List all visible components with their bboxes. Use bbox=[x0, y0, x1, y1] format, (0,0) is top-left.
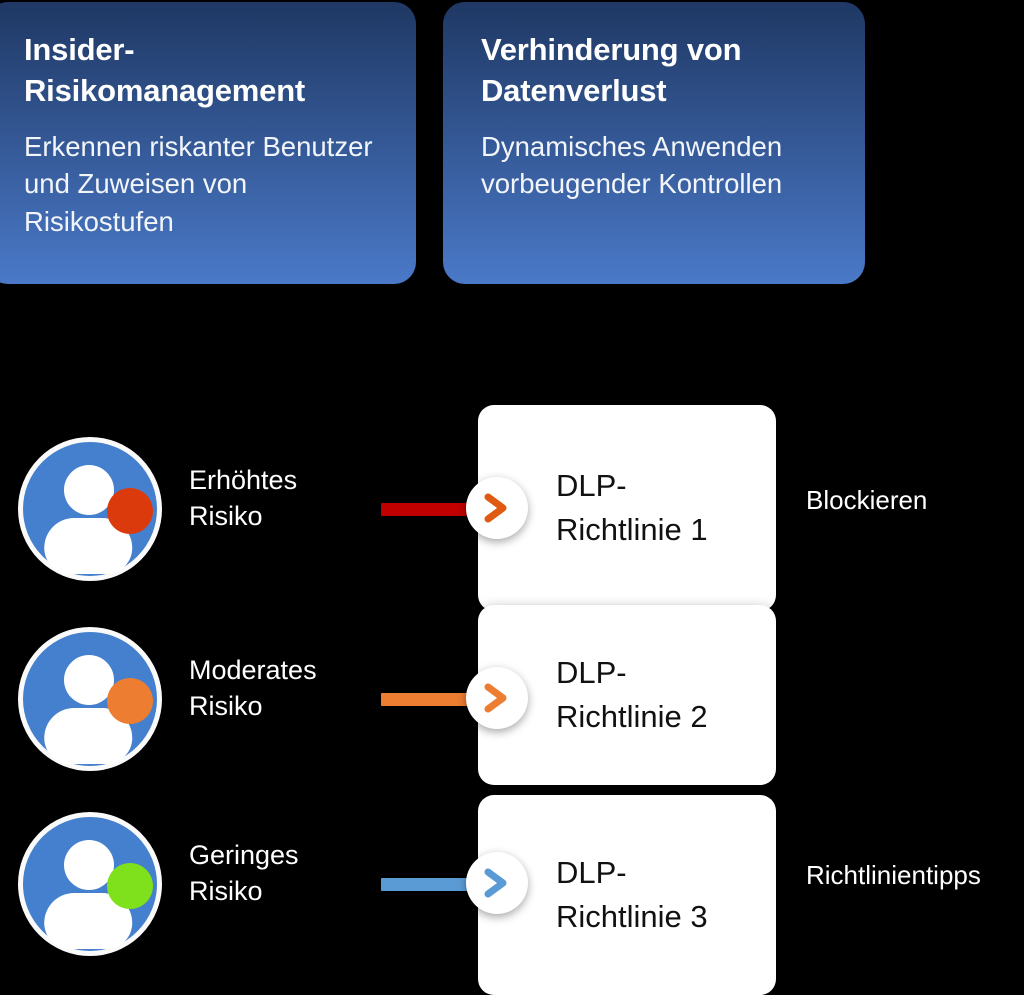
policy-card-label: DLP- Richtlinie 3 bbox=[556, 854, 708, 934]
risk-status-dot bbox=[107, 678, 153, 724]
risk-status-dot bbox=[107, 488, 153, 534]
risk-row-moderate: Moderates Risiko bbox=[0, 605, 1024, 795]
chevron-right-icon[interactable] bbox=[466, 477, 528, 539]
action-label: Richtlinientipps bbox=[806, 860, 981, 890]
risk-status-dot bbox=[107, 863, 153, 909]
chevron-right-glyph bbox=[484, 493, 507, 523]
concept-card-description: Erkennen riskanter Benutzer und Zuweisen… bbox=[24, 130, 373, 237]
person-icon-head bbox=[64, 654, 114, 705]
connector-line bbox=[381, 878, 493, 891]
avatar bbox=[18, 627, 162, 771]
chevron-right-icon[interactable] bbox=[466, 852, 528, 914]
person-icon-head bbox=[64, 839, 114, 890]
person-icon-head bbox=[64, 464, 114, 515]
concept-card-title: Verhinderung von Datenverlust bbox=[481, 32, 742, 108]
chevron-right-icon[interactable] bbox=[466, 667, 528, 729]
risk-row-elevated: Erhöhtes Risiko Blockieren bbox=[0, 415, 1024, 605]
avatar bbox=[18, 437, 162, 581]
action-label: Blockieren bbox=[806, 485, 928, 515]
policy-card[interactable]: DLP- Richtlinie 3 bbox=[478, 795, 776, 995]
connector-line bbox=[381, 693, 493, 706]
policy-card-label: DLP- Richtlinie 2 bbox=[556, 654, 708, 734]
concept-card-insider-risk-management: Insider- Risikomanagement Erkennen riska… bbox=[0, 2, 416, 284]
connector-line bbox=[381, 503, 493, 516]
concept-card-title: Insider- Risikomanagement bbox=[24, 32, 306, 108]
risk-level-label: Geringes Risiko bbox=[189, 840, 299, 906]
chevron-right-glyph bbox=[484, 683, 507, 713]
concept-card-description: Dynamisches Anwenden vorbeugender Kontro… bbox=[481, 130, 783, 200]
chevron-right-glyph bbox=[484, 868, 507, 898]
policy-card-label: DLP- Richtlinie 1 bbox=[556, 467, 708, 547]
risk-level-label: Moderates Risiko bbox=[189, 655, 317, 721]
concept-card-data-loss-prevention: Verhinderung von Datenverlust Dynamische… bbox=[443, 2, 865, 284]
risk-level-label: Erhöhtes Risiko bbox=[189, 465, 298, 531]
avatar bbox=[18, 812, 162, 956]
risk-row-low: Geringes Risiko Richtlinientipps bbox=[0, 790, 1024, 980]
